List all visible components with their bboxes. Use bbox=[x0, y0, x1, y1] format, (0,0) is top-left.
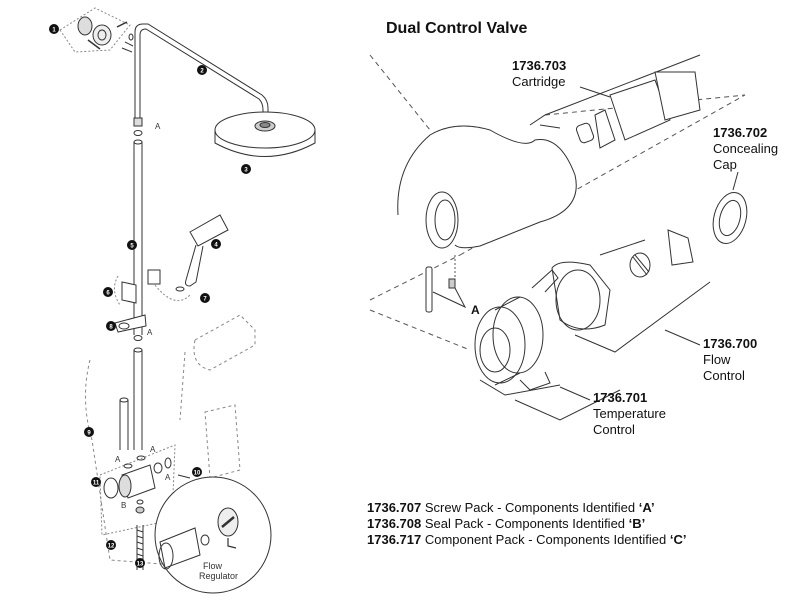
svg-text:2: 2 bbox=[200, 69, 204, 75]
part-code: 1736.702 bbox=[713, 125, 768, 140]
part-code: 1736.701 bbox=[593, 390, 648, 405]
svg-text:6: 6 bbox=[106, 291, 110, 297]
svg-text:5: 5 bbox=[130, 244, 134, 250]
pack-row: 1736.707 Screw Pack - Components Identif… bbox=[367, 500, 686, 516]
part-name: Flow bbox=[703, 352, 731, 367]
part-name: Cartridge bbox=[512, 74, 566, 89]
pack-code: 1736.707 bbox=[367, 500, 422, 515]
valve-shroud-part bbox=[397, 54, 701, 249]
component-packs-list: 1736.707 Screw Pack - Components Identif… bbox=[367, 500, 686, 548]
item-marker-2: 2 bbox=[197, 65, 207, 75]
slider-bracket-part bbox=[114, 269, 191, 306]
part-code: 1736.703 bbox=[512, 58, 567, 73]
letter-a-left: A bbox=[115, 455, 121, 464]
pack-code: 1736.708 bbox=[367, 516, 422, 531]
flow-regulator-label-2: Regulator bbox=[199, 571, 238, 581]
svg-text:4: 4 bbox=[214, 243, 218, 249]
shower-riser-assembly bbox=[59, 7, 316, 594]
shower-head-part bbox=[214, 111, 316, 157]
component-letters: A A A A A B Flow Regulator bbox=[115, 122, 238, 581]
letter-a-mid: A bbox=[147, 328, 153, 337]
item-marker-5: 5 bbox=[127, 240, 137, 250]
pack-letter: ‘B’ bbox=[628, 516, 646, 531]
item-marker-3: 3 bbox=[241, 164, 251, 174]
item-number-markers: 1 2 3 4 5 6 7 8 9 10 11 12 13 bbox=[49, 24, 251, 568]
shower-arm-part bbox=[121, 23, 269, 120]
item-marker-7: 7 bbox=[200, 293, 210, 303]
svg-text:9: 9 bbox=[87, 431, 91, 437]
svg-text:1: 1 bbox=[52, 28, 56, 34]
item-marker-4: 4 bbox=[211, 239, 221, 249]
diagram-title: Dual Control Valve bbox=[386, 20, 528, 37]
pack-row: 1736.708 Seal Pack - Components Identifi… bbox=[367, 516, 686, 532]
pack-letter: ‘C’ bbox=[669, 532, 687, 547]
valve-body-part bbox=[99, 444, 176, 570]
flow-control-part bbox=[531, 229, 711, 353]
pack-row: 1736.717 Component Pack - Components Ide… bbox=[367, 532, 686, 548]
svg-text:12: 12 bbox=[108, 544, 115, 550]
concealing-cap-part bbox=[712, 171, 748, 244]
part-name: Temperature bbox=[593, 406, 666, 421]
washer-part bbox=[175, 286, 185, 292]
screw-marker-a: A bbox=[471, 303, 480, 317]
pack-desc: Screw Pack - Components Identified bbox=[424, 500, 639, 515]
pack-letter: ‘A’ bbox=[638, 500, 655, 515]
item-marker-13: 13 bbox=[135, 558, 145, 568]
item-marker-10: 10 bbox=[192, 467, 202, 477]
item-marker-8: 8 bbox=[106, 321, 116, 331]
hand-shower-part bbox=[185, 214, 229, 287]
item-marker-9: 9 bbox=[84, 427, 94, 437]
callout-temperature-control: 1736.701 Temperature Control bbox=[593, 390, 666, 438]
svg-text:11: 11 bbox=[93, 481, 100, 487]
svg-text:8: 8 bbox=[109, 325, 113, 331]
part-name: Control bbox=[593, 422, 635, 437]
flow-regulator-label-1: Flow bbox=[203, 561, 223, 571]
temperature-control-part bbox=[474, 296, 621, 421]
pack-desc: Component Pack - Components Identified bbox=[424, 532, 670, 547]
item-marker-12: 12 bbox=[106, 540, 116, 550]
part-name: Cap bbox=[713, 157, 737, 172]
item-marker-1: 1 bbox=[49, 24, 59, 34]
item-marker-6: 6 bbox=[103, 287, 113, 297]
item-marker-11: 11 bbox=[91, 477, 101, 487]
svg-text:7: 7 bbox=[203, 297, 207, 303]
part-name: Concealing bbox=[713, 141, 779, 156]
screw-parts bbox=[425, 266, 467, 313]
cartridge-part bbox=[575, 71, 701, 149]
callout-flow-control: 1736.700 Flow Control bbox=[703, 336, 757, 384]
svg-text:3: 3 bbox=[244, 168, 248, 174]
pack-code: 1736.717 bbox=[367, 532, 422, 547]
dual-control-valve-assembly bbox=[369, 54, 748, 421]
letter-a-oring: A bbox=[165, 473, 171, 482]
pack-desc: Seal Pack - Components Identified bbox=[424, 516, 629, 531]
part-code: 1736.700 bbox=[703, 336, 758, 351]
letter-b: B bbox=[121, 501, 126, 510]
svg-text:10: 10 bbox=[194, 471, 201, 477]
wall-bracket-part bbox=[59, 7, 134, 53]
hose-holder-part bbox=[114, 314, 147, 333]
letter-a-top: A bbox=[155, 122, 161, 131]
callout-concealing-cap: 1736.702 Concealing Cap bbox=[713, 125, 778, 173]
svg-text:13: 13 bbox=[137, 562, 144, 568]
part-name: Control bbox=[703, 368, 745, 383]
letter-a-right: A bbox=[150, 445, 156, 454]
callout-cartridge: 1736.703 Cartridge bbox=[512, 58, 566, 90]
concealed-body-outline bbox=[85, 314, 256, 566]
flow-regulator-inset bbox=[154, 474, 272, 594]
